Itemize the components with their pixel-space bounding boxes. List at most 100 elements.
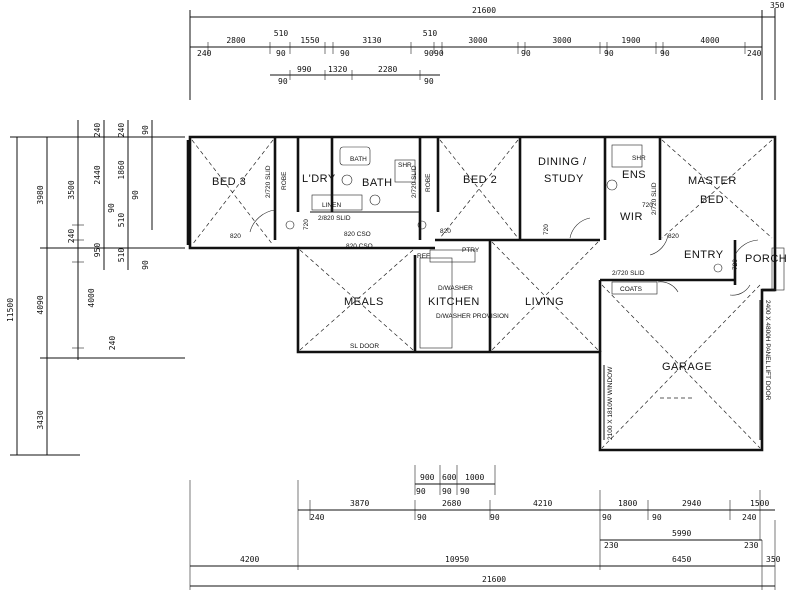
- room-bed2: BED 2: [463, 174, 497, 186]
- dim-left-c4-1: 1860: [117, 160, 126, 179]
- room-dining-2: STUDY: [544, 173, 584, 185]
- room-bed3: BED 3: [212, 176, 246, 188]
- annotations: ROBE ROBE BATH SHR SHR 2/720 SLID 2/720 …: [230, 155, 771, 440]
- dim-top-r3-2: 2280: [378, 65, 397, 74]
- dim-top-r3-0: 990: [297, 65, 312, 74]
- room-wir: WIR: [620, 211, 643, 223]
- label-820-b: 820: [440, 228, 451, 235]
- dim-left-c3-1: 2440: [93, 165, 102, 184]
- dim-bot-s2: 1000: [465, 473, 484, 482]
- label-shr-1: SHR: [398, 162, 412, 169]
- dim-bot-r1-3: 1800: [618, 499, 637, 508]
- dim-bot-r1-90b: 90: [490, 513, 500, 522]
- dim-bot-r1-0: 3870: [350, 499, 369, 508]
- dim-top-r3-1: 1320: [328, 65, 347, 74]
- dim-bot-r1-240b: 240: [742, 513, 757, 522]
- dim-left-c2-2: 950: [93, 243, 102, 258]
- dim-bot-r1-90d: 90: [652, 513, 662, 522]
- dim-top-overall: 21600: [472, 6, 496, 15]
- dim-left-c3-2: 90: [107, 203, 116, 213]
- dim-bot-s0: 900: [420, 473, 435, 482]
- dim-bot-r1-90a: 90: [417, 513, 427, 522]
- label-slid-5: 2/720 SLID: [612, 270, 645, 277]
- dim-left-c6: 90: [141, 260, 150, 270]
- room-entry: ENTRY: [684, 249, 724, 261]
- label-robe-2: ROBE: [425, 173, 432, 192]
- fixtures: [249, 144, 761, 440]
- dim-left-overall: 11500: [6, 298, 15, 322]
- label-720-a: 720: [303, 219, 310, 230]
- label-820-a: 820: [230, 233, 241, 240]
- dim-top-90e: 90: [604, 49, 614, 58]
- dim-left-c4-0: 240: [117, 123, 126, 138]
- dim-top-start-240: 240: [197, 49, 212, 58]
- dim-left-c2-5: 240: [108, 336, 117, 351]
- dim-left-c1-2: 3430: [36, 410, 45, 429]
- top-dimensions: 21600 350 2800 510 1550 90 3130 510 3000…: [189, 1, 785, 100]
- dim-bot-r1-2: 4210: [533, 499, 552, 508]
- dim-bot-s90c: 90: [460, 487, 470, 496]
- dim-top-r2-7: 1900: [621, 36, 640, 45]
- room-garage: GARAGE: [662, 361, 712, 373]
- label-sldoor: SL DOOR: [350, 343, 379, 350]
- dim-top-r2-0: 2800: [226, 36, 245, 45]
- room-ens: ENS: [622, 169, 646, 181]
- dim-top-r2-5: 3000: [468, 36, 487, 45]
- dim-top-90g: 90: [434, 49, 444, 58]
- label-slid-1: 2/720 SLID: [265, 165, 272, 198]
- label-cso-2: 820 CSO: [346, 243, 373, 250]
- dim-top-90c: 90: [424, 49, 434, 58]
- label-720-c: 720: [642, 202, 653, 209]
- dim-bot-s90a: 90: [416, 487, 426, 496]
- label-shr-2: SHR: [632, 155, 646, 162]
- dim-left-c3-0: 240: [93, 123, 102, 138]
- room-porch: PORCH: [745, 253, 787, 265]
- dim-top-r2-4: 510: [423, 29, 438, 38]
- room-living: LIVING: [525, 296, 564, 308]
- dim-left-c1-0: 3980: [36, 185, 45, 204]
- dim-bot-overall: 21600: [482, 575, 506, 584]
- dim-bot-r3-end: 350: [766, 555, 781, 564]
- bottom-dimensions: 900 600 1000 90 90 90 3870 2680 4210 180…: [189, 465, 781, 590]
- dim-bot-r2: 5990: [672, 529, 691, 538]
- label-cso-1: 820 CSO: [344, 231, 371, 238]
- dim-left-c5: 90: [141, 125, 150, 135]
- dim-top-r2-3: 3130: [362, 36, 381, 45]
- dim-bot-r3-1: 10950: [445, 555, 469, 564]
- label-garage-door: 2400 X 4800H PANEL LIFT DOOR: [764, 300, 771, 401]
- label-dwash: D/WASHER: [438, 285, 473, 292]
- dim-top-end-240: 240: [747, 49, 762, 58]
- dim-left-c2-3: 510: [117, 213, 126, 228]
- room-master-2: BED: [700, 194, 724, 206]
- dim-top-90f: 90: [660, 49, 670, 58]
- label-720-d: 720: [732, 259, 739, 270]
- room-labels: BED 3 L'DRY BATH BED 2 DINING / STUDY EN…: [212, 156, 787, 373]
- dim-left-c2-0: 3500: [67, 180, 76, 199]
- dim-bot-s1: 600: [442, 473, 457, 482]
- dim-bot-r3-2: 6450: [672, 555, 691, 564]
- room-lry: L'DRY: [302, 173, 336, 185]
- label-slid-2: 2/720 SLID: [411, 165, 418, 198]
- room-kitchen: KITCHEN: [428, 296, 480, 308]
- dim-left-c3-3: 510: [117, 248, 126, 263]
- dim-bot-r3-0: 4200: [240, 555, 259, 564]
- dim-left-c1-1: 4090: [36, 295, 45, 314]
- dim-top-90d: 90: [521, 49, 531, 58]
- label-garage-window: 2100 X 1810W WINDOW: [607, 366, 614, 440]
- dim-top-r2-1: 510: [274, 29, 289, 38]
- room-master-1: MASTER: [688, 175, 737, 187]
- dim-left-c4-2: 90: [131, 190, 140, 200]
- dim-bot-r1-1: 2680: [442, 499, 461, 508]
- label-ref: REF: [417, 253, 430, 260]
- dim-bot-s90b: 90: [442, 487, 452, 496]
- label-bath-small: BATH: [350, 156, 367, 163]
- dim-top-r2-8: 4000: [700, 36, 719, 45]
- label-720-b: 720: [543, 224, 550, 235]
- dim-top-r2-90a: 90: [340, 49, 350, 58]
- label-dwasher-prov: D/WASHER PROVISION: [436, 313, 509, 320]
- dim-bot-r1-5: 1500: [750, 499, 769, 508]
- dim-top-90b: 90: [276, 49, 286, 58]
- dim-bot-r1-240a: 240: [310, 513, 325, 522]
- dim-top-r2-6: 3000: [552, 36, 571, 45]
